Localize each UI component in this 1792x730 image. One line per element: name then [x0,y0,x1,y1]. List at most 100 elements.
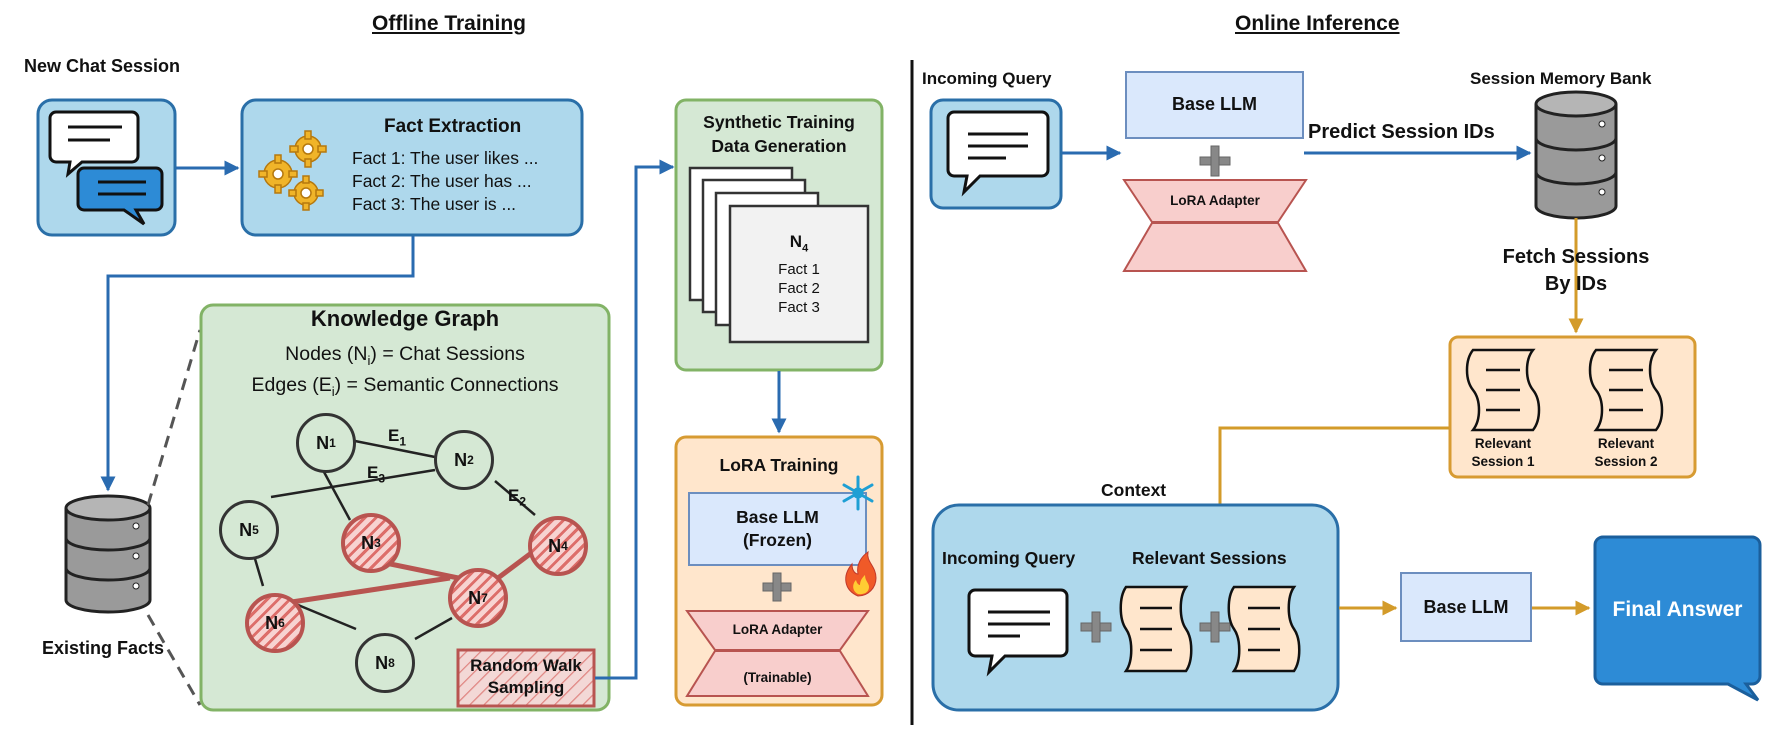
context-sessions-label: Relevant Sessions [1132,548,1287,568]
arrow-facts-to-db [100,236,415,492]
knowledge-graph-box [199,303,611,712]
chat-bubbles-icon [48,110,164,226]
memory-bank-db-icon [1534,90,1618,220]
snowflake-icon [842,475,874,511]
lora-training-title: LoRA Training [719,455,839,475]
edge-label-2: E3 [367,463,385,485]
doc-node-label: N4 [789,232,809,255]
memory-bank-label: Session Memory Bank [1470,69,1652,88]
graph-node-subscript: 6 [278,616,285,630]
context-speech-bubble-icon [967,588,1069,677]
fire-icon [845,550,877,597]
edge-label-main: E [388,426,400,445]
fact-line-1: Fact 1: The user likes ... [352,148,539,168]
context-scroll-icon-2 [1227,585,1301,673]
gears-icon [258,130,327,211]
context-query-label: Incoming Query [942,548,1076,568]
edge-label-subscript: 2 [519,494,527,509]
edge-label-subscript: 3 [378,471,386,486]
fact-line-2: Fact 2: The user has ... [352,171,532,191]
fact-line-3: Fact 3: The user is ... [352,194,517,214]
plus-icon-online [1199,145,1231,177]
scroll-icon-1 [1465,348,1541,432]
graph-node-label: N [316,432,330,453]
final-answer-label: Final Answer [1612,598,1743,621]
offline-section-title: Offline Training [372,12,527,35]
random-walk-box [456,648,596,708]
graph-node-subscript: 1 [329,436,336,450]
graph-node-subscript: 3 [374,536,381,550]
edge-n1-n2 [354,439,436,459]
graph-node-subscript: 7 [481,591,488,605]
graph-node-label: N [265,612,279,633]
arrow-relevant-to-context [1212,426,1449,533]
edge-n2-n4 [494,480,536,516]
existing-facts-db-icon [64,494,152,614]
lora-adapter-bottom [685,650,870,697]
context-plus-icon-1 [1080,611,1112,643]
online-base-llm-label: Base LLM [1171,94,1258,114]
training-adapter-label: LoRA Adapter [732,622,823,637]
edge-label-3: E2 [508,486,526,508]
arrow-walk-to-synthetic [595,159,675,680]
edges-definition: Edges (Ei) = Semantic Connections [251,374,559,399]
plus-icon-lora [762,572,792,602]
edge-n1-n3 [322,471,352,521]
incoming-query-label: Incoming Query [922,69,1052,88]
document-stack [688,166,870,344]
edge-label-main: E [508,486,520,505]
frozen-llm-box [688,492,867,566]
graph-node-subscript: 5 [252,523,259,537]
graph-node-subscript: 2 [467,453,474,467]
context-plus-icon-2 [1199,611,1231,643]
edge-label-1: E1 [388,426,406,448]
graph-node-subscript: 4 [561,539,568,553]
final-answer-box [1593,535,1762,702]
graph-node-label: N [375,652,389,673]
online-section-title: Online Inference [1235,12,1400,35]
online-base-llm-box [1125,71,1304,139]
context-scroll-icon-1 [1119,585,1193,673]
context-label: Context [1101,480,1167,500]
nodes-definition: Nodes (Ni) = Chat Sessions [285,343,525,368]
fact-extraction-box [240,98,584,237]
graph-node-label: N [454,449,468,470]
graph-node-label: N [548,535,562,556]
scroll-icon-2 [1588,348,1664,432]
online-lora-label: LoRA Adapter [1170,193,1260,208]
frozen-llm-label: Base LLM(Frozen) [736,507,819,550]
new-chat-label: New Chat Session [24,56,181,76]
edge-n5-n2 [270,468,436,499]
online-lora-bottom [1122,222,1308,272]
graph-node-label: N [239,519,253,540]
fact-extraction-title: Fact Extraction [384,116,522,137]
knowledge-graph-title: Knowledge Graph [310,306,500,331]
existing-facts-label: Existing Facts [42,638,165,658]
zoom-line-bottom [146,614,202,706]
predict-label: Predict Session IDs [1308,121,1495,143]
edge-label-subscript: 1 [399,434,407,449]
graph-node-label: N [468,587,482,608]
graph-node-subscript: 8 [388,656,395,670]
final-base-llm-box [1400,572,1532,642]
zoom-line-top [146,329,202,506]
speech-bubble-icon [946,110,1050,197]
edge-n8-n7 [414,616,453,641]
edge-label-main: E [367,463,379,482]
